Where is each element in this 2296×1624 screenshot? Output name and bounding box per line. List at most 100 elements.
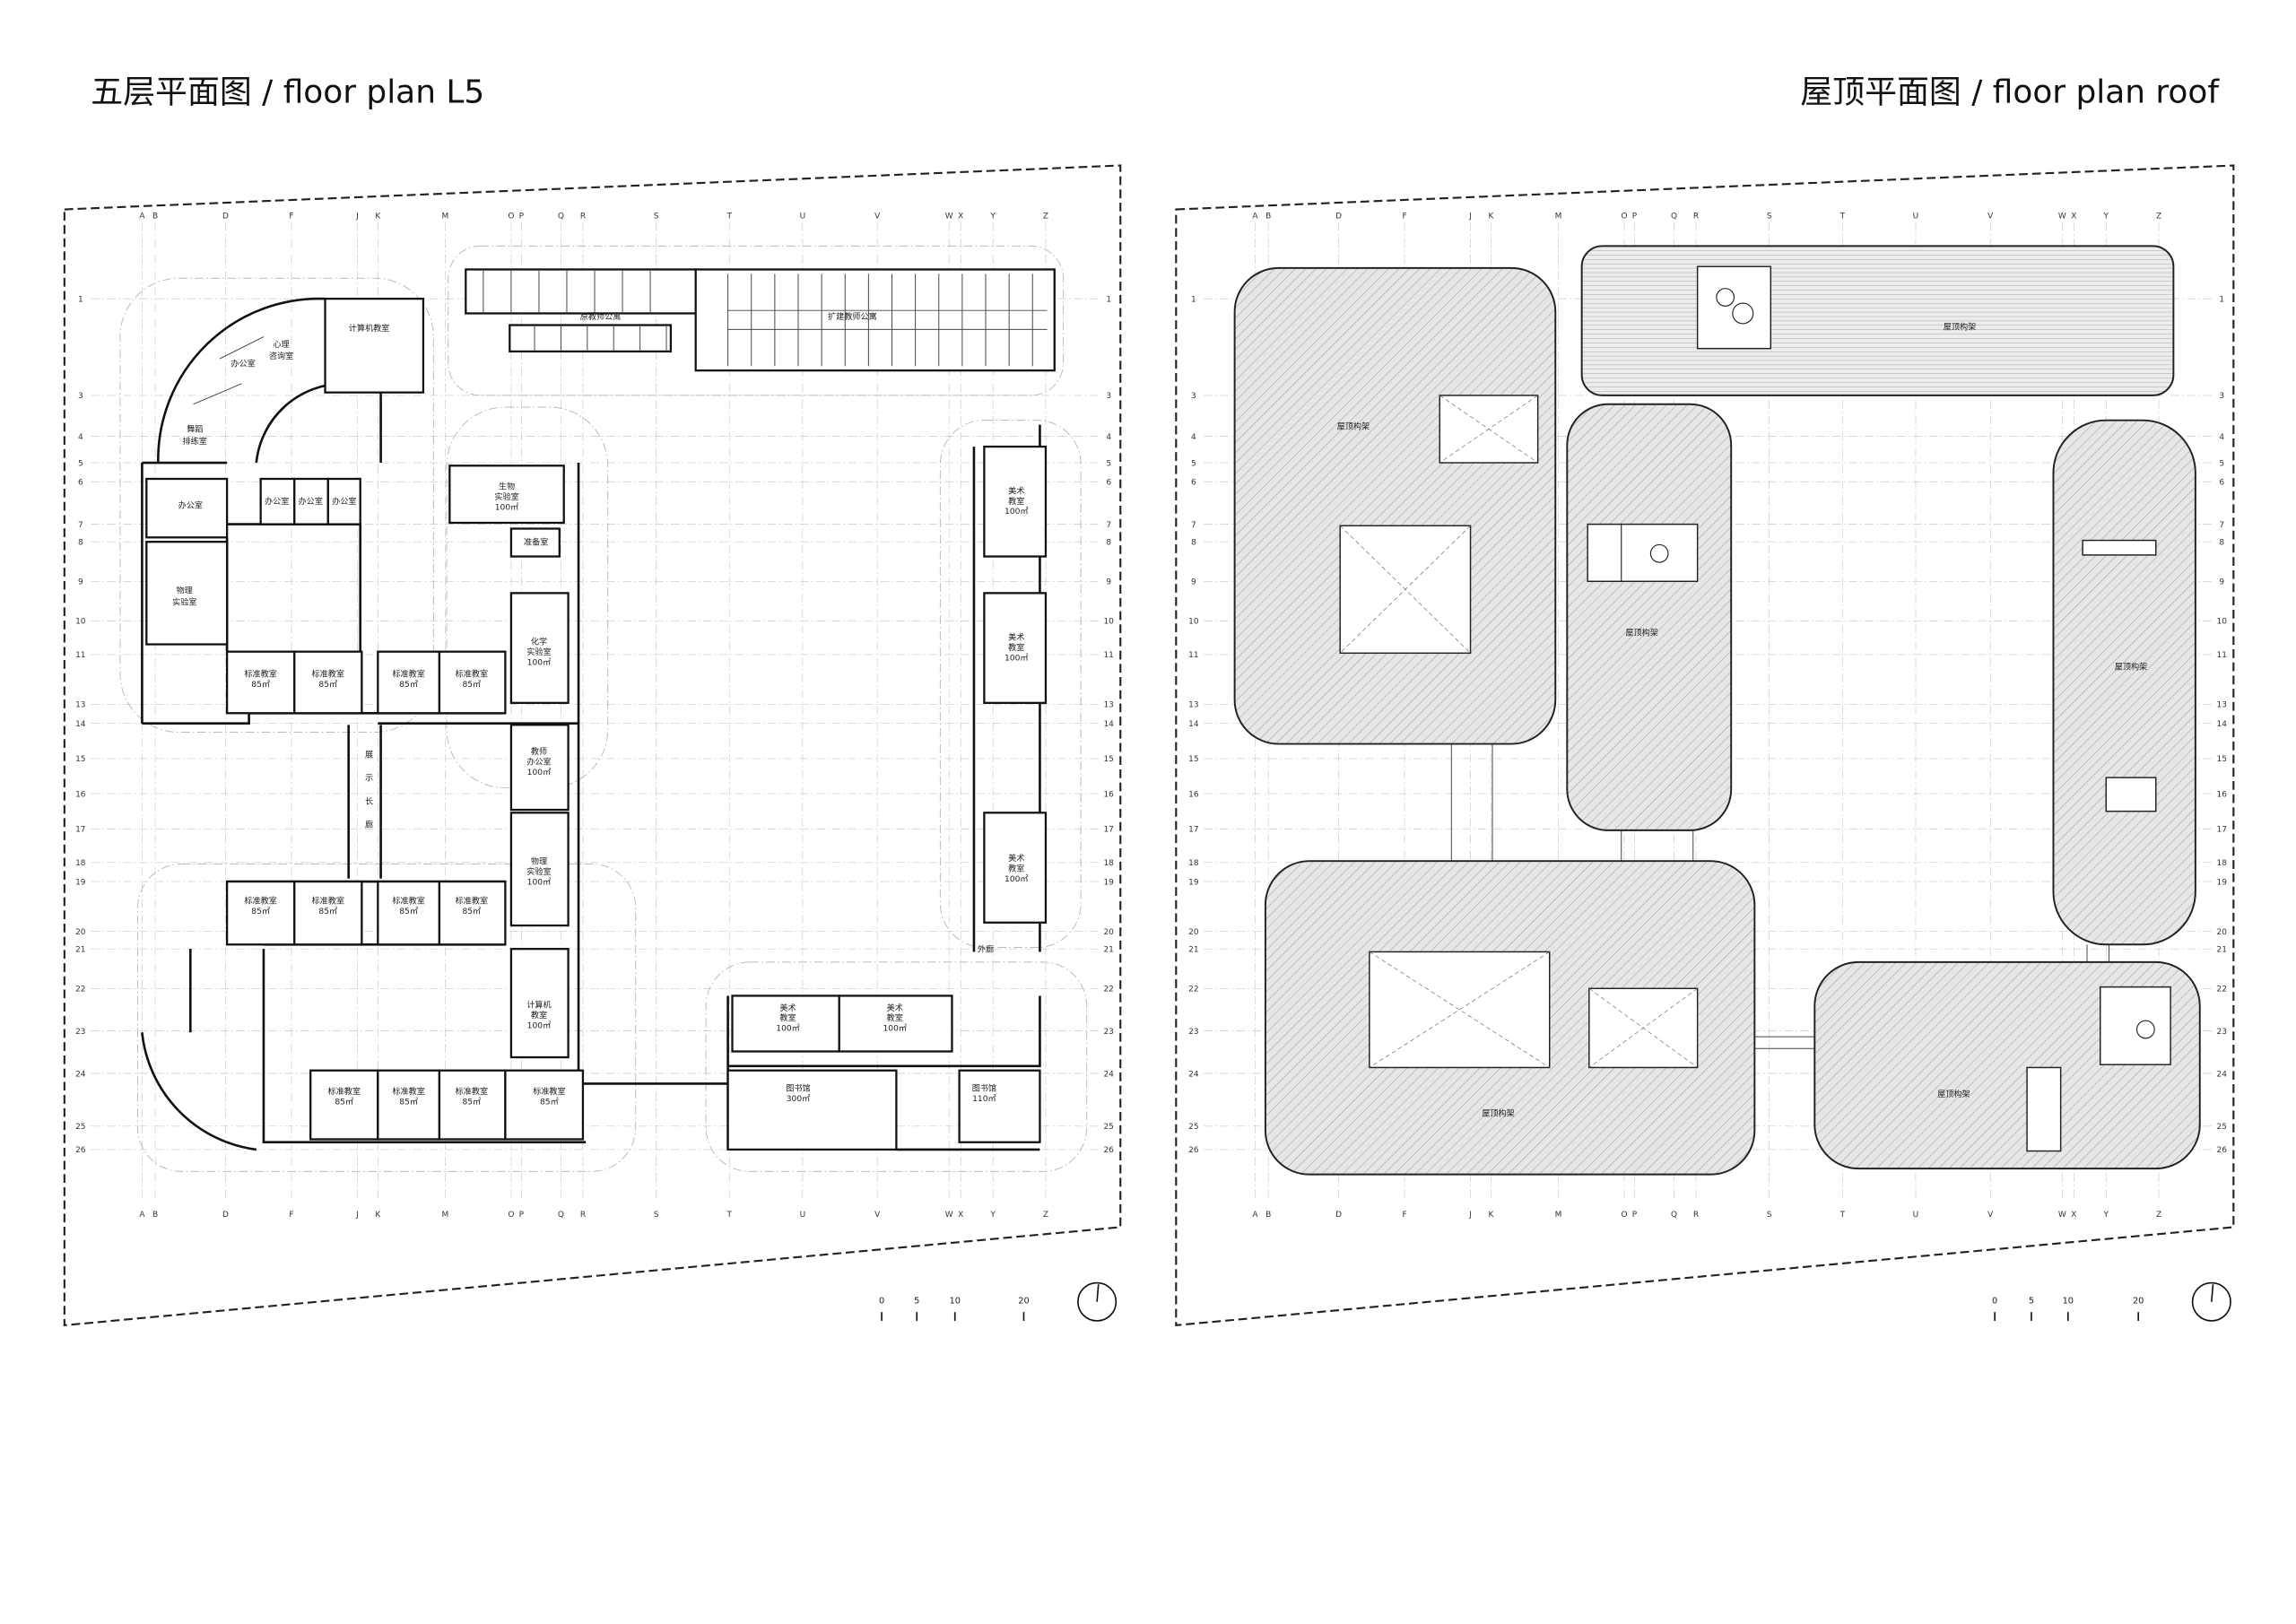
grid-row-label: 16 [2217,790,2228,799]
room-label: 办公室 [526,756,551,767]
scale-label: 20 [1018,1296,1029,1306]
grid-row-label: 23 [1103,1028,1113,1037]
grid-column-label: Q [558,212,564,221]
room-label: 美术 [779,1003,796,1013]
grid-row-label: 8 [1191,538,1196,547]
room-label: 教室 [887,1012,903,1023]
room-label: 标准教室 [328,1086,361,1097]
room: 办公室 [259,477,296,525]
grid-column-label: J [355,212,359,221]
grid-column-label: S [654,212,659,221]
grid-row-label: 15 [2217,755,2227,764]
grid-row-label: 4 [1106,433,1111,442]
grid-column-label: M [442,1211,449,1220]
grid-column-label: Y [2103,212,2109,221]
room-outline [448,465,565,525]
grid-row-label: 19 [1103,878,1114,887]
grid-row-label: 20 [1188,928,1199,937]
room-label: 长 [365,796,373,807]
grid-column-label: M [1555,212,1562,221]
grid-column-label: A [1252,1211,1258,1220]
grid-row-label: 26 [75,1146,86,1155]
grid-row-label: 26 [2217,1146,2228,1155]
grid-column-label: S [1767,212,1772,221]
roof-block-east [2052,419,2196,946]
grid-column-label: Q [1671,1211,1677,1220]
grid-row-label: 9 [2219,578,2224,587]
room-label: 实验室 [494,491,518,502]
grid-row-label: 7 [78,521,83,530]
room-label: 实验室 [172,596,196,607]
room-label: 标准教室 [392,1086,425,1097]
roof-label: 屋顶构架 [1482,1107,1515,1118]
grid-column-label: F [289,212,293,221]
scale-label: 20 [2133,1296,2144,1306]
grid-row-label: 15 [75,755,85,764]
room-label: 100㎡ [495,502,519,512]
grid-column-label: D [1335,212,1342,221]
grid-row-label: 14 [1103,720,1114,729]
room: 办公室 [326,477,361,525]
grid-row-label: 20 [2217,928,2228,937]
room-label: 85㎡ [251,907,270,916]
room-label: 办公室 [299,496,323,507]
grid-column-label: R [1693,1211,1699,1220]
grid-column-label: J [355,1211,359,1220]
room-label: 美术 [1008,853,1024,864]
grid-row-label: 10 [75,618,86,627]
grid-column-label: V [1987,1211,1994,1220]
grid-row-label: 16 [75,790,86,799]
grid-row-label: 1 [1191,295,1196,304]
grid-row-label: 26 [1103,1146,1114,1155]
room-label: 展 [365,750,373,760]
grid-row-label: 9 [1191,578,1196,587]
grid-row-label: 5 [1106,459,1111,468]
room-outline [145,541,229,646]
grid-row-label: 3 [1106,392,1111,401]
room-outline [838,994,953,1053]
grid-column-label: U [1913,212,1919,221]
room-outline [293,650,363,715]
roof-block-northwest [1233,266,1557,745]
room-outline [225,880,296,946]
grid-row-label: 18 [1188,859,1199,868]
grid-row-label: 24 [75,1070,86,1079]
grid-row-label: 8 [2219,538,2224,547]
grid-column-label: U [1913,1211,1919,1220]
grid-row-label: 17 [1188,826,1198,835]
grid-column-label: P [519,212,525,221]
grid-column-label: A [1252,212,1258,221]
room-label: 化学 [531,637,547,647]
scale-label: 10 [2063,1296,2074,1306]
room-outline [326,477,361,525]
grid-row-label: 22 [1103,986,1113,994]
grid-column-label: X [958,1211,963,1220]
grid-column-label: R [580,1211,586,1220]
grid-row-label: 21 [1188,945,1198,954]
grid-column-label: V [874,1211,881,1220]
grid-row-label: 16 [1103,790,1114,799]
grid-column-label: Z [1043,212,1048,221]
grid-column-label: T [726,212,732,221]
room-label: 85㎡ [251,680,270,690]
grid-row-label: 15 [1188,755,1198,764]
grid-row-label: 11 [1188,651,1198,660]
zone-outlines [119,245,1088,1172]
room-label: 物理 [177,585,193,595]
grid-row-label: 13 [75,701,85,710]
grid-row-label: 23 [2217,1028,2227,1037]
grid-column-label: R [580,212,586,221]
room-outline [377,1069,441,1141]
grid-column-label: W [2058,212,2066,221]
roof-block-center [1566,403,1733,831]
site-boundary [63,164,1122,1327]
